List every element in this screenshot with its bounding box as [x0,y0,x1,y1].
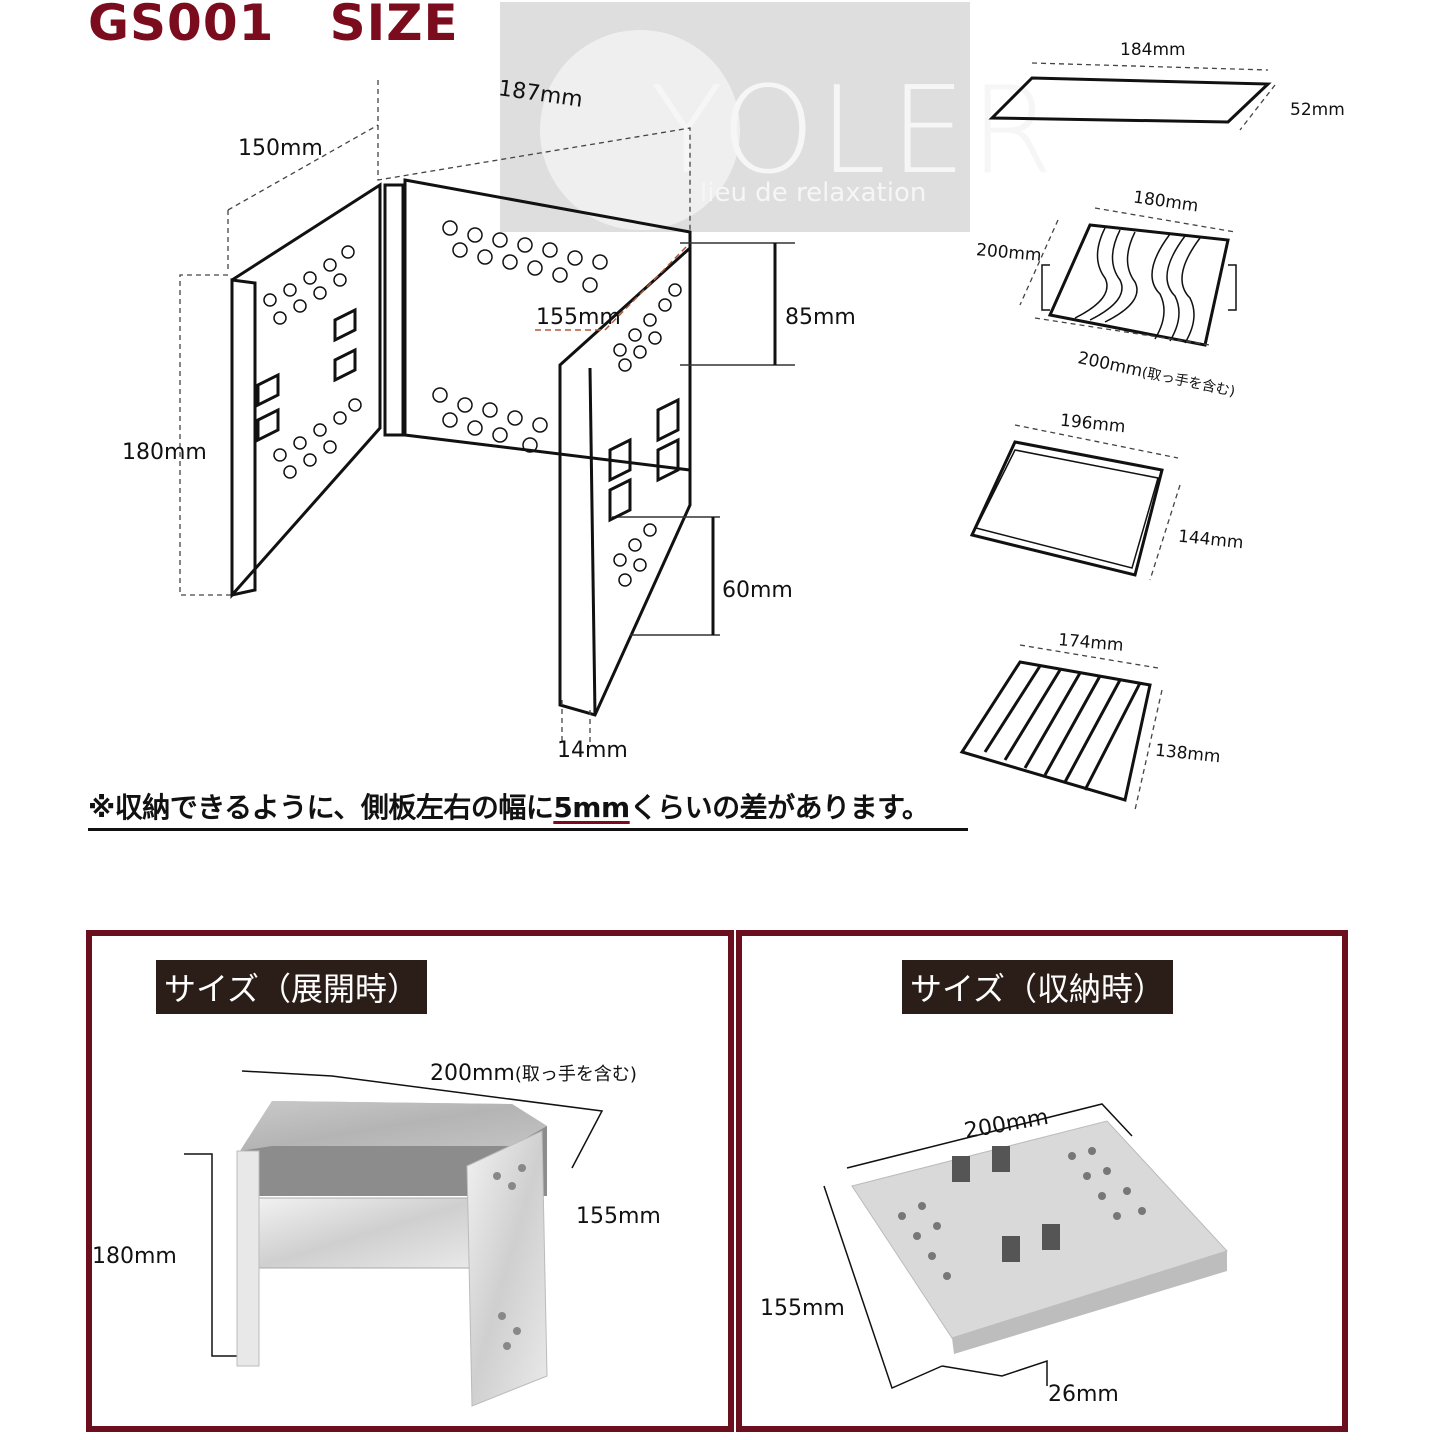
expanded-width: 200mm(取っ手を含む) [430,1061,637,1086]
note-highlight: 5mm [553,791,630,824]
page-title: GS001 SIZE [88,0,459,52]
ash-plate-width: 184mm [1120,40,1186,60]
dim-height-label: 180mm [122,440,207,465]
ash-plate-depth: 52mm [1290,100,1345,120]
expanded-depth: 155mm [576,1204,661,1229]
model-number: GS001 [88,0,275,52]
stored-panel-label: サイズ（収納時） [902,960,1174,1014]
watermark-logo-icon [540,30,740,230]
expanded-stove-photo [184,1070,604,1407]
brand-watermark: YOLER lieu de relaxation [500,2,1053,232]
watermark-tagline: lieu de relaxation [700,178,927,208]
dim-inner-width-label: 155mm [536,305,621,330]
size-heading: SIZE [329,0,459,52]
dim-depth-label: 150mm [238,136,323,161]
dim-bottom-offset-label: 14mm [557,738,628,763]
expanded-size-panel: サイズ（展開時） 200mm(取っ手を含む) 155mm 180mm [86,930,734,1432]
watermark-brand: YOLER [650,62,1058,201]
stored-stove-photo [823,1103,1228,1390]
stored-size-panel: サイズ（収納時） 200mm 155mm 26mm [736,930,1348,1432]
expanded-panel-label: サイズ（展開時） [156,960,428,1014]
dim-upper-opening-label: 85mm [785,305,856,330]
stored-thickness: 26mm [1048,1382,1119,1407]
expanded-height: 180mm [92,1244,177,1269]
dim-lower-opening-label: 60mm [722,578,793,603]
stored-depth: 155mm [760,1296,845,1321]
size-difference-note: ※収納できるように、側板左右の幅に5mmくらいの差があります。 [88,791,930,824]
note-underline-divider [88,828,968,831]
